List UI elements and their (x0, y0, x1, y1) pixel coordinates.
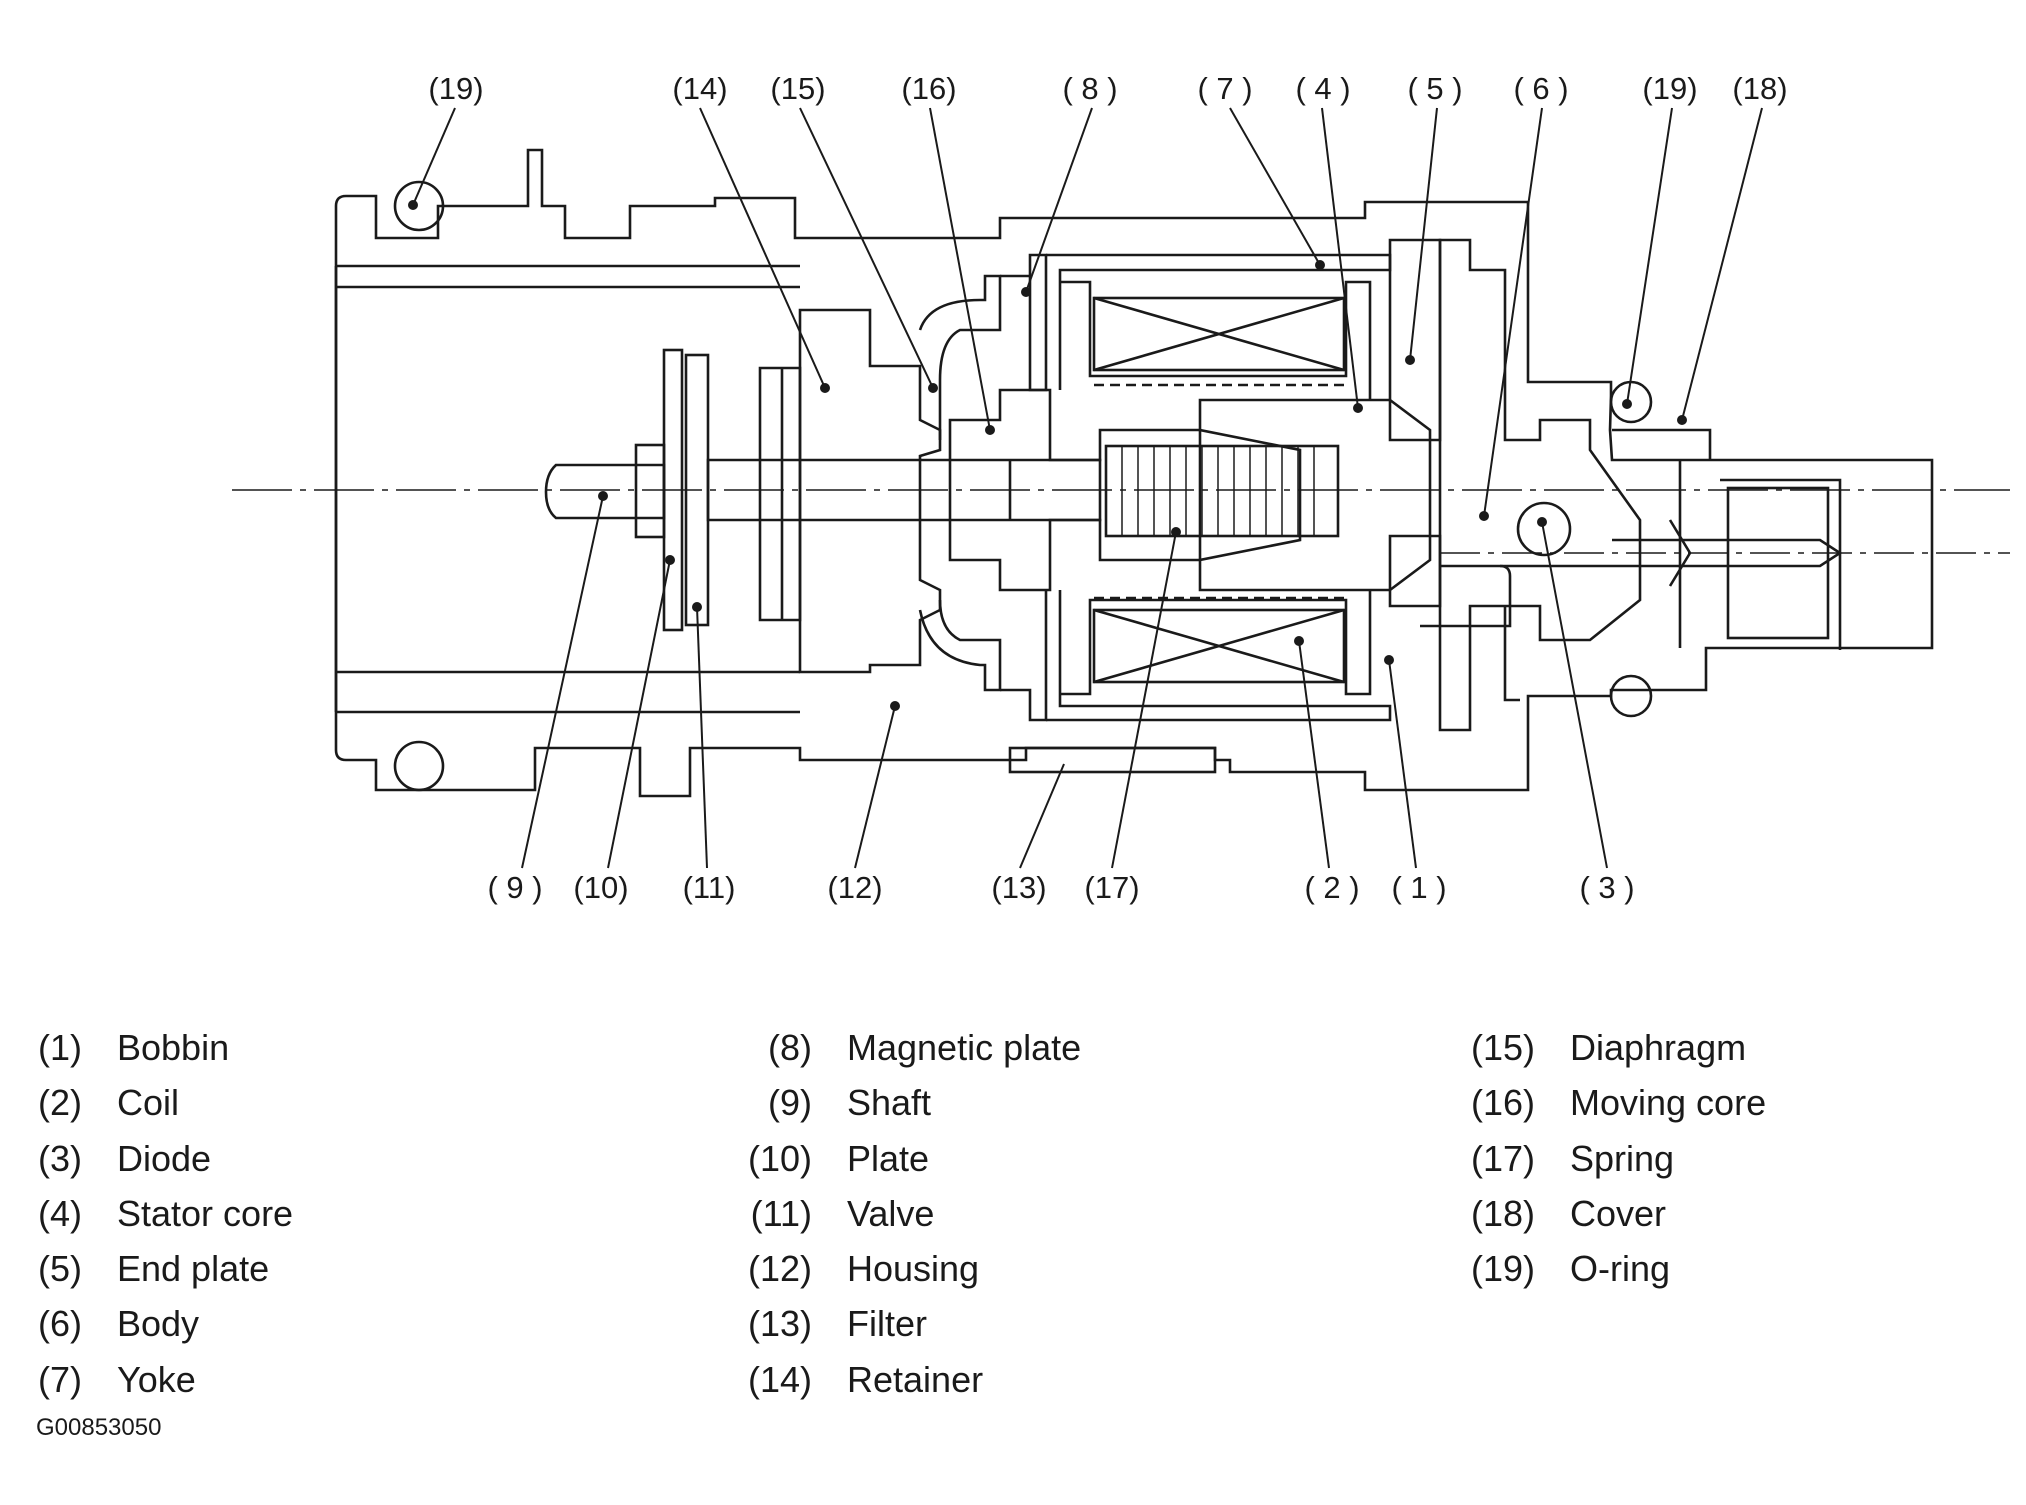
legend-item: (17) Spring (1465, 1131, 1766, 1186)
legend-item: (4) Stator core (30, 1186, 293, 1241)
callout-14: (14) (672, 71, 727, 106)
legend-number: (12) (747, 1248, 812, 1290)
legend-item: (15) Diaphragm (1465, 1020, 1766, 1075)
callout-19-upper-left: (19) (428, 71, 483, 106)
filter (1008, 746, 1217, 774)
legend-item: (18) Cover (1465, 1186, 1766, 1241)
diode (1516, 501, 1572, 557)
callout-12: (12) (827, 870, 882, 905)
legend-number: (5) (38, 1248, 82, 1290)
legend-number: (3) (38, 1137, 82, 1179)
legend-column-3: (15) Diaphragm (16) Moving core (17) Spring… (1465, 1020, 1766, 1296)
legend-number: (14) (747, 1358, 812, 1400)
legend-column-2: (8) Magnetic plate (9) Shaft (10) Plate (11… (742, 1020, 1081, 1407)
legend-name: Diode (117, 1137, 212, 1179)
o-ring-upper-left (393, 180, 445, 232)
legend-name: Bobbin (117, 1027, 230, 1068)
legend-item: (11) Valve (742, 1186, 1081, 1241)
callout-6: ( 6 ) (1513, 71, 1568, 106)
legend-name: Diaphragm (1570, 1027, 1747, 1068)
callout-4: ( 4 ) (1295, 71, 1350, 106)
legend-number: (13) (747, 1303, 812, 1345)
solenoid-valve-cross-section: (19) (14) (15) (16) ( 8 ) ( 7 ) ( 4 ) ( … (232, 71, 2010, 905)
legend-item: (1) Bobbin (30, 1020, 293, 1075)
callout-8: ( 8 ) (1062, 71, 1117, 106)
legend-item: (9) Shaft (742, 1075, 1081, 1130)
spring (1104, 444, 1340, 538)
magnetic-plate (1000, 253, 1048, 392)
o-ring-lower-left (393, 740, 445, 792)
legend-name: Cover (1570, 1192, 1667, 1234)
legend-item: (5) End plate (30, 1241, 293, 1296)
diaphragm (918, 274, 1002, 440)
legend-name: Plate (847, 1137, 930, 1179)
legend-name: Shaft (847, 1082, 932, 1124)
legend-item: (3) Diode (30, 1131, 293, 1186)
callout-1: ( 1 ) (1391, 870, 1446, 905)
legend-name: Retainer (847, 1358, 984, 1400)
legend-number: (1) (38, 1027, 82, 1068)
end-plate (1388, 238, 1442, 442)
legend-number: (7) (38, 1358, 82, 1400)
legend-name: Magnetic plate (847, 1027, 1082, 1068)
legend-name: Stator core (117, 1192, 294, 1234)
callout-17: (17) (1084, 870, 1139, 905)
legend-name: Coil (117, 1082, 180, 1124)
callout-13: (13) (991, 870, 1046, 905)
legend-item: (13) Filter (742, 1296, 1081, 1351)
legend-number: (15) (1470, 1027, 1535, 1068)
legend-number: (9) (768, 1082, 812, 1124)
legend-item: (7) Yoke (30, 1352, 293, 1407)
legend-item: (2) Coil (30, 1075, 293, 1130)
legend-item: (8) Magnetic plate (742, 1020, 1081, 1075)
legend-column-1: (1) Bobbin (2) Coil (3) Diode (4) Stator cor… (30, 1020, 293, 1407)
legend-name: Yoke (117, 1358, 196, 1400)
callout-3: ( 3 ) (1579, 870, 1634, 905)
o-ring-lower-right (1609, 674, 1653, 718)
legend-name: Spring (1570, 1137, 1675, 1179)
callout-7: ( 7 ) (1197, 71, 1252, 106)
legend-number: (16) (1470, 1082, 1535, 1124)
legend-name: Filter (847, 1303, 927, 1345)
body (1438, 238, 1642, 732)
callout-9: ( 9 ) (487, 870, 542, 905)
legend-number: (11) (750, 1192, 812, 1234)
cover (1612, 428, 1712, 460)
callout-15: (15) (770, 71, 825, 106)
legend-name: Valve (847, 1192, 935, 1234)
legend-number: (2) (38, 1082, 82, 1124)
callout-19-upper-right: (19) (1642, 71, 1697, 106)
legend-item: (16) Moving core (1465, 1075, 1766, 1130)
legend-name: O-ring (1570, 1248, 1671, 1290)
legend-name: Moving core (1570, 1082, 1767, 1124)
housing-outline (334, 148, 1934, 798)
callout-5: ( 5 ) (1407, 71, 1462, 106)
legend-item: (6) Body (30, 1296, 293, 1351)
legend-name: Housing (847, 1248, 980, 1290)
coil-lower (1092, 608, 1346, 684)
coil-upper (1092, 296, 1346, 372)
callout-16: (16) (901, 71, 956, 106)
callout-11: (11) (683, 870, 736, 905)
bobbin (1060, 280, 1372, 400)
legend-item: (12) Housing (742, 1241, 1081, 1296)
callout-18: (18) (1732, 71, 1787, 106)
legend-number: (17) (1470, 1137, 1535, 1179)
legend-number: (8) (768, 1027, 812, 1068)
callout-2: ( 2 ) (1304, 870, 1359, 905)
legend-number: (19) (1470, 1248, 1535, 1290)
callout-10: (10) (573, 870, 628, 905)
figure-id: G00853050 (36, 1414, 162, 1441)
stator-core (1198, 398, 1432, 592)
shaft (544, 463, 666, 520)
legend-name: Body (117, 1303, 200, 1345)
legend-item: (19) O-ring (1465, 1241, 1766, 1296)
legend-name: End plate (117, 1248, 270, 1290)
legend-item: (14) Retainer (742, 1352, 1081, 1407)
legend-item: (10) Plate (742, 1131, 1081, 1186)
legend-number: (6) (38, 1303, 82, 1345)
legend-number: (18) (1470, 1192, 1535, 1234)
legend-number: (4) (38, 1192, 82, 1234)
legend-number: (10) (747, 1137, 812, 1179)
